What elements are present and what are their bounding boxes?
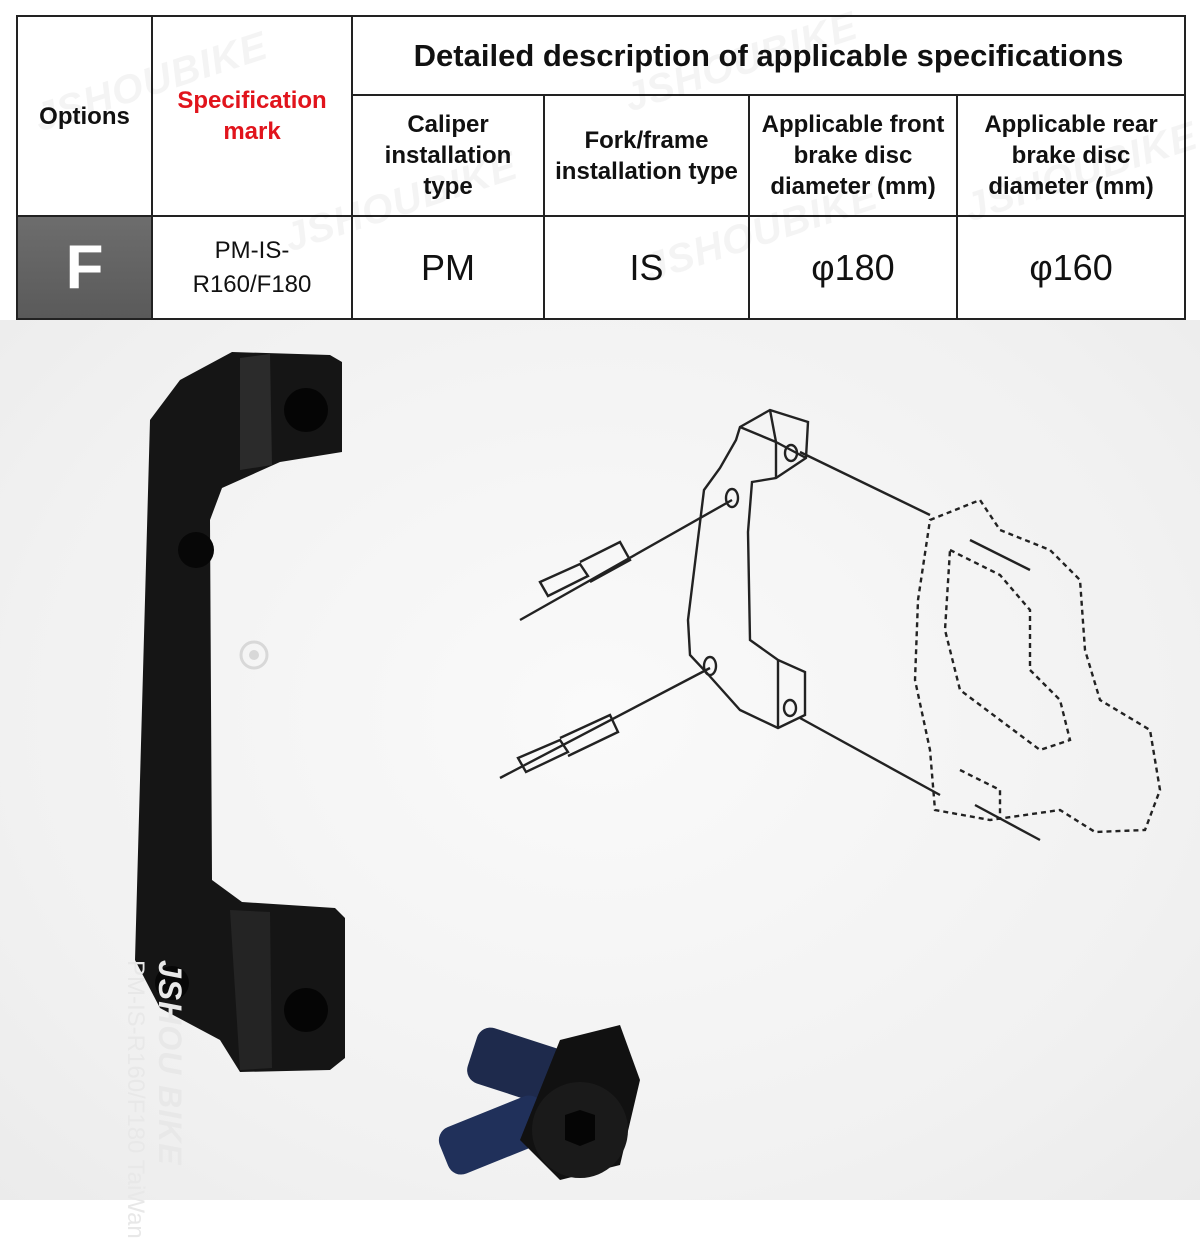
header-front-disc: Applicable front brake disc diameter (mm… [748,94,958,217]
header-options: Options [16,15,153,217]
product-photo: JSHOU BIKE PM-IS-R160/F180 TaiWan [0,320,1200,1239]
rear-disc-cell: φ160 [955,215,1187,320]
caliper-cell: PM [351,215,545,320]
installation-diagram-icon [499,408,1162,842]
header-detailed: Detailed description of applicable speci… [350,15,1187,96]
spec-table: Options Specification mark Detailed desc… [16,15,1187,320]
option-cell: F [16,215,153,320]
adapter-brand: JSHOU BIKE [152,960,188,1166]
header-spec-mark: Specification mark [151,15,353,217]
header-rear-disc: Applicable rear brake disc diameter (mm) [955,94,1187,217]
spec-mark-cell: PM-IS-R160/F180 [151,215,353,320]
front-disc-cell: φ180 [748,215,958,320]
adapter-bracket-icon [135,352,345,1072]
adapter-model: PM-IS-R160/F180 TaiWan [122,960,149,1239]
header-caliper: Caliper installation type [351,94,545,217]
header-fork-frame: Fork/frame installation type [543,94,750,217]
adapter-print: JSHOU BIKE PM-IS-R160/F180 TaiWan [121,960,188,1260]
screw-pair-icon [438,1025,640,1180]
fork-frame-cell: IS [543,215,750,320]
